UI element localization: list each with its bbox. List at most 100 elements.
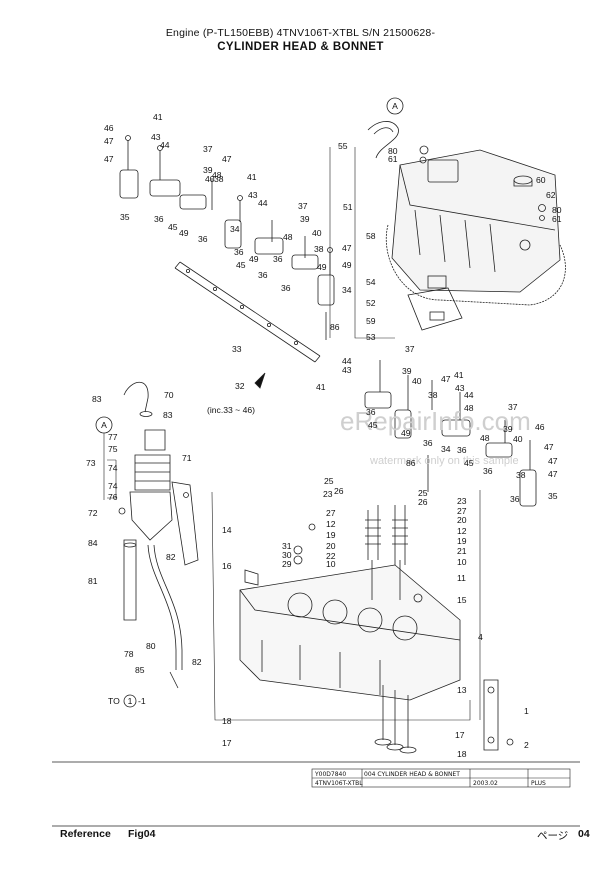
direction-arrow-icon (254, 372, 266, 389)
svg-text:47: 47 (548, 456, 558, 466)
svg-text:36: 36 (281, 283, 291, 293)
svg-text:17: 17 (222, 738, 232, 748)
svg-text:44: 44 (342, 356, 352, 366)
svg-text:32: 32 (235, 381, 245, 391)
svg-text:1: 1 (524, 706, 529, 716)
footer-page-number: 04 (578, 828, 590, 840)
svg-text:20: 20 (326, 541, 336, 551)
svg-text:21: 21 (457, 546, 467, 556)
svg-text:48: 48 (212, 170, 222, 180)
svg-text:45: 45 (368, 420, 378, 430)
svg-text:61: 61 (552, 214, 562, 224)
svg-text:47: 47 (441, 374, 451, 384)
info-code: Y00D7840 (314, 771, 346, 778)
svg-text:41: 41 (247, 172, 257, 182)
info-date: 2003.02 (473, 780, 498, 787)
svg-text:52: 52 (366, 298, 376, 308)
svg-text:34: 34 (230, 224, 240, 234)
svg-text:43: 43 (151, 132, 161, 142)
svg-text:74: 74 (108, 463, 118, 473)
svg-text:34: 34 (342, 285, 352, 295)
svg-text:40: 40 (412, 376, 422, 386)
svg-text:46: 46 (104, 123, 114, 133)
svg-text:36: 36 (234, 247, 244, 257)
svg-text:48: 48 (480, 433, 490, 443)
svg-text:18: 18 (457, 749, 467, 759)
svg-text:43: 43 (342, 365, 352, 375)
info-model: 4TNV106T-XTBL (315, 780, 363, 787)
svg-text:35: 35 (548, 491, 558, 501)
ref-circle-a-top (386, 97, 404, 115)
svg-text:47: 47 (342, 243, 352, 253)
svg-text:49: 49 (401, 428, 411, 438)
svg-text:39: 39 (503, 424, 513, 434)
svg-text:18: 18 (222, 716, 232, 726)
svg-text:49: 49 (249, 254, 259, 264)
footer-fig: Fig04 (128, 828, 156, 840)
svg-text:27: 27 (457, 506, 467, 516)
svg-text:36: 36 (258, 270, 268, 280)
ref-a-left-label: A (101, 420, 107, 430)
svg-text:70: 70 (164, 390, 174, 400)
svg-text:84: 84 (88, 538, 98, 548)
svg-text:74: 74 (108, 481, 118, 491)
svg-text:36: 36 (198, 234, 208, 244)
svg-text:38: 38 (314, 244, 324, 254)
svg-text:44: 44 (160, 140, 170, 150)
svg-text:51: 51 (343, 202, 353, 212)
rocker-arm-group-lower (364, 360, 537, 507)
svg-text:78: 78 (124, 649, 134, 659)
svg-text:20: 20 (457, 515, 467, 525)
svg-text:44: 44 (258, 198, 268, 208)
svg-text:80: 80 (388, 146, 398, 156)
svg-text:4: 4 (478, 632, 483, 642)
svg-text:54: 54 (366, 277, 376, 287)
ref-circle-a-left (95, 416, 113, 434)
svg-text:2: 2 (524, 740, 529, 750)
svg-text:62: 62 (546, 190, 556, 200)
to-circle (123, 694, 137, 708)
svg-text:30: 30 (282, 550, 292, 560)
svg-text:59: 59 (366, 316, 376, 326)
svg-text:22: 22 (326, 551, 336, 561)
svg-text:36: 36 (366, 407, 376, 417)
svg-text:40: 40 (513, 434, 523, 444)
svg-text:41: 41 (153, 112, 163, 122)
incl-note: (inc.33 ~ 46) (207, 405, 255, 415)
svg-text:11: 11 (457, 573, 466, 583)
svg-text:26: 26 (334, 486, 344, 496)
watermark-site: eRepairInfo.com (340, 406, 531, 436)
svg-text:23: 23 (323, 489, 333, 499)
svg-text:47: 47 (548, 469, 558, 479)
svg-text:36: 36 (423, 438, 433, 448)
svg-text:13: 13 (457, 685, 467, 695)
svg-text:45: 45 (464, 458, 474, 468)
footer-reference: Reference (60, 828, 111, 840)
svg-text:47: 47 (104, 136, 114, 146)
bonnet-assembly (367, 121, 566, 331)
svg-text:29: 29 (282, 559, 292, 569)
svg-text:49: 49 (342, 260, 352, 270)
svg-text:60: 60 (536, 175, 546, 185)
svg-text:80: 80 (552, 205, 562, 215)
watermark-note: watermark only on this sample (369, 455, 519, 467)
svg-text:85: 85 (135, 665, 145, 675)
svg-text:12: 12 (457, 526, 467, 536)
page-title: Engine (P-TL150EBB) 4TNV106T-XTBL S/N 21… (165, 27, 436, 39)
cylinder-head (239, 505, 514, 754)
svg-text:35: 35 (120, 212, 130, 222)
svg-text:36: 36 (457, 445, 467, 455)
svg-text:25: 25 (418, 488, 428, 498)
svg-text:48: 48 (464, 403, 474, 413)
svg-text:47: 47 (222, 154, 232, 164)
svg-text:36: 36 (273, 254, 283, 264)
svg-text:43: 43 (455, 383, 465, 393)
info-plus: PLUS (531, 780, 546, 787)
svg-text:40: 40 (312, 228, 322, 238)
svg-text:75: 75 (108, 444, 118, 454)
svg-text:58: 58 (366, 231, 376, 241)
info-desc: 004 CYLINDER HEAD & BONNET (364, 771, 460, 778)
footer-page-label: ページ (537, 830, 569, 842)
leader-lines (103, 147, 481, 721)
